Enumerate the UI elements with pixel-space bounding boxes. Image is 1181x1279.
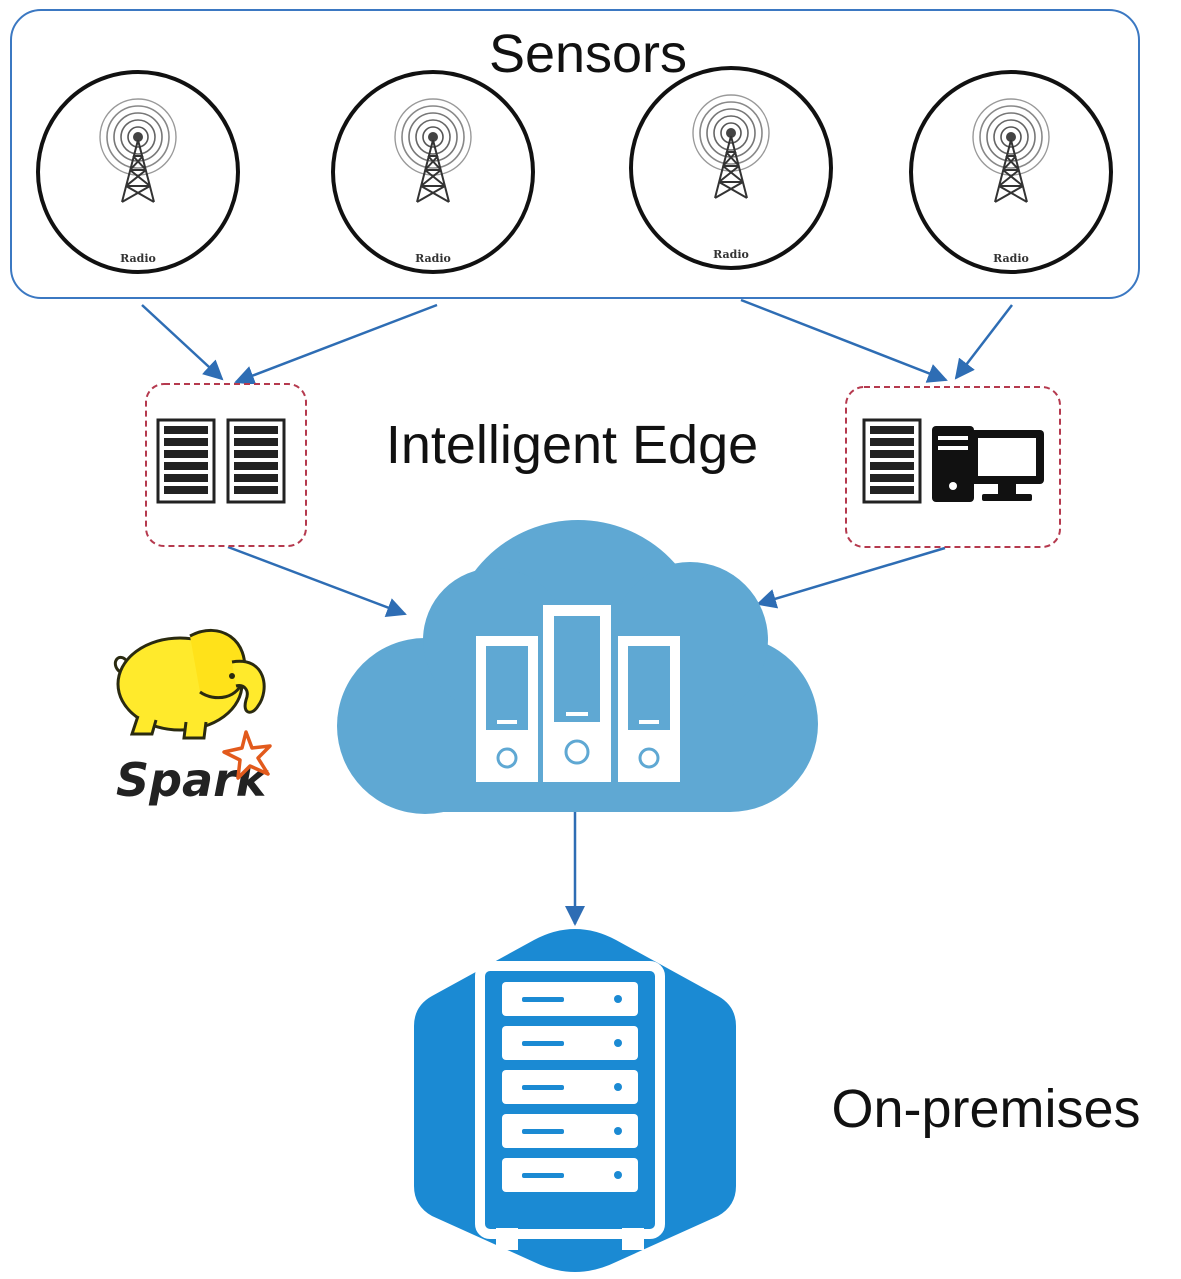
- server-rack-icon: [475, 961, 665, 1250]
- on-premises-node: [414, 929, 736, 1272]
- arrow-edge-right-to-cloud: [756, 546, 946, 609]
- arrow-sensor3-to-edge-right: [740, 298, 948, 383]
- on-premises-title: On-premises: [831, 1079, 1140, 1139]
- sensor-radio-label: Radio: [415, 252, 451, 265]
- cloud-server-right: [618, 636, 680, 782]
- sensor-radio-label: Radio: [993, 252, 1029, 265]
- server-and-desktop-icon: [862, 418, 1044, 504]
- arrow-sensor2-to-edge-left: [234, 303, 438, 385]
- cloud-server-center: [543, 605, 611, 782]
- sensors-group: Sensors Radio Radio Radio Radio: [10, 9, 1140, 299]
- sensor-radio-label: Radio: [713, 248, 749, 261]
- cloud-servers-icon: [337, 520, 818, 814]
- cloud-server-left: [476, 636, 538, 782]
- sensor-node-3: Radio: [629, 66, 833, 270]
- arrow-edge-left-to-cloud: [227, 545, 407, 617]
- sensors-title: Sensors: [489, 24, 687, 84]
- hadoop-elephant-logo: [113, 629, 266, 740]
- arrow-sensor1-to-edge-left: [141, 304, 224, 381]
- sensor-node-1: Radio: [36, 70, 240, 274]
- edge-node-right: [845, 386, 1061, 548]
- intelligent-edge-title: Intelligent Edge: [386, 415, 758, 475]
- sensors-group-border: [10, 9, 1140, 299]
- spark-logo: Spark: [116, 730, 272, 807]
- edge-node-left: [145, 383, 307, 547]
- spark-star-icon: [222, 730, 272, 780]
- connectors: [141, 298, 1013, 926]
- arrow-sensor4-to-edge-right: [954, 304, 1013, 380]
- sensor-node-4: Radio: [909, 70, 1113, 274]
- sensor-node-2: Radio: [331, 70, 535, 274]
- sensor-radio-label: Radio: [120, 252, 156, 265]
